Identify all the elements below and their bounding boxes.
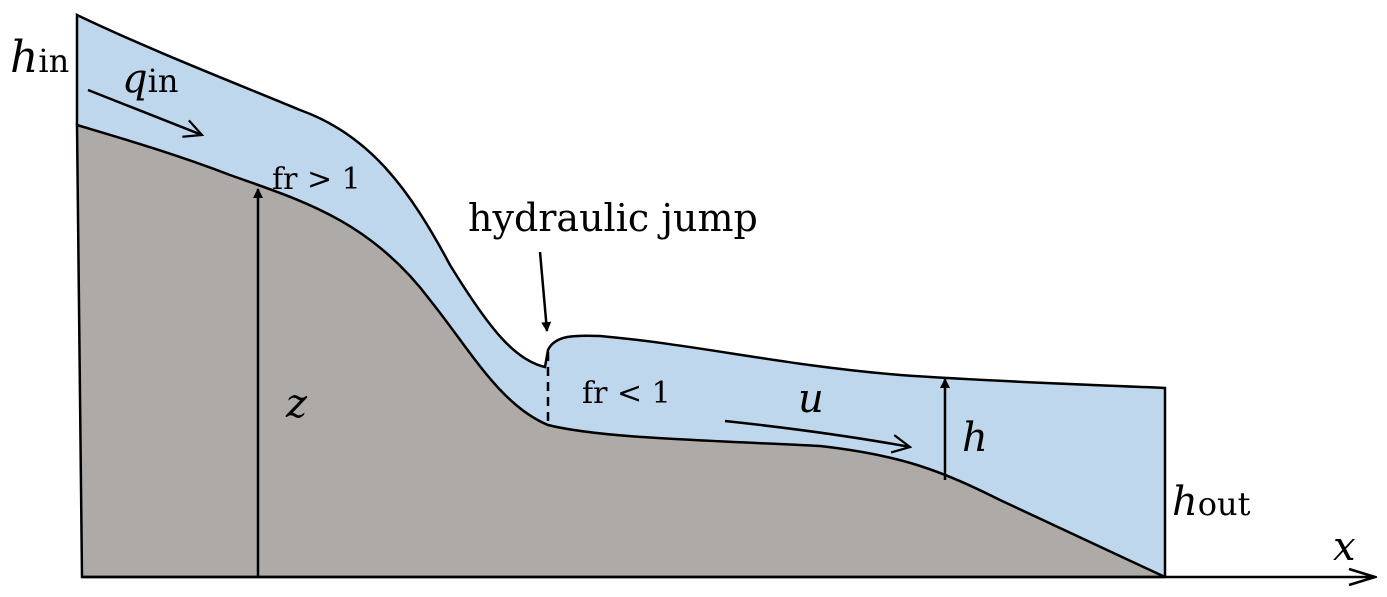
fr-subcritical-label: fr < 1 (582, 376, 671, 411)
h-label: h (962, 415, 988, 461)
fr-supercritical-label: fr > 1 (272, 162, 361, 197)
hydraulic-jump-label: hydraulic jump (468, 196, 758, 240)
jump-pointer-arrow (538, 251, 552, 332)
q-in-arrow (87, 88, 202, 135)
q-in-label: qin (122, 56, 178, 102)
h-out-label: hout (1172, 479, 1251, 525)
ground-region (75, 123, 1166, 579)
u-arrow (724, 419, 910, 447)
u-label: u (798, 376, 824, 422)
z-label: z (285, 381, 308, 427)
water-surface-line (75, 13, 1167, 577)
h-in-label: hin (10, 32, 69, 83)
x-label: x (1333, 524, 1356, 570)
